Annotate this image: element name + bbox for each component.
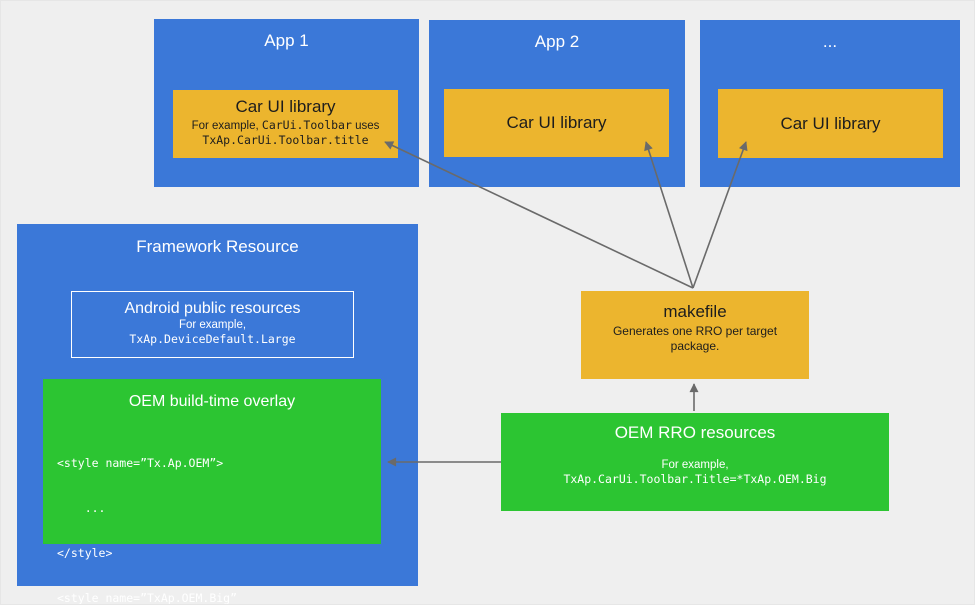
app2-box: App 2 Car UI library [429, 20, 685, 187]
code-line: <style name=”Tx.Ap.OEM”> [57, 456, 224, 470]
framework-resource-box: Framework Resource Android public resour… [17, 224, 418, 604]
app-ellipsis-box: ... Car UI library [700, 20, 960, 187]
example-prefix: For example, [191, 120, 262, 132]
android-public-resources-title: Android public resources [124, 300, 301, 317]
overlay-code-block: <style name=”Tx.Ap.OEM”> ... </style> <s… [57, 426, 381, 605]
framework-resource-title: Framework Resource [136, 237, 299, 256]
rro-example-label: For example, [661, 459, 729, 471]
app2-title: App 2 [534, 32, 580, 51]
car-ui-library-title: Car UI library [780, 113, 881, 133]
makefile-box: makefile Generates one RRO per target pa… [581, 291, 809, 379]
app1-box: App 1 Car UI library For example, CarUi.… [154, 19, 419, 187]
example-symbol: CarUi.Toolbar [261, 118, 352, 132]
android-public-resources-box: Android public resources For example, Tx… [71, 291, 354, 358]
code-line: </style> [57, 546, 113, 560]
rro-example-code: TxAp.CarUi.Toolbar.Title=*TxAp.OEM.Big [563, 472, 827, 486]
oem-build-time-overlay-box: OEM build-time overlay <style name=”Tx.A… [43, 379, 381, 604]
oem-rro-resources-box: OEM RRO resources For example, TxAp.CarU… [501, 413, 889, 511]
code-line: ... [57, 501, 106, 515]
makefile-title: makefile [663, 302, 727, 321]
car-ui-library-title: Car UI library [506, 113, 607, 132]
makefile-description: Generates one RRO per target package. [612, 324, 778, 353]
car-ui-library-example: For example, CarUi.Toolbar uses [173, 118, 398, 133]
app-ellipsis-title: ... [822, 32, 838, 51]
code-line: <style name=”TxAp.OEM.Big” [57, 591, 238, 605]
app-ellipsis-car-ui-library-box: Car UI library [718, 89, 943, 158]
example-suffix: uses [351, 120, 380, 132]
public-resources-example-label: For example, [178, 319, 247, 331]
oem-rro-resources-title: OEM RRO resources [614, 423, 776, 442]
car-ui-library-title: Car UI library [235, 97, 336, 116]
car-ui-library-example-code: TxAp.CarUi.Toolbar.title [202, 133, 369, 147]
public-resources-example-code: TxAp.DeviceDefault.Large [129, 332, 296, 346]
app1-title: App 1 [264, 31, 309, 50]
oem-build-time-overlay-title: OEM build-time overlay [128, 393, 296, 410]
app2-car-ui-library-box: Car UI library [444, 89, 669, 157]
app1-car-ui-library-box: Car UI library For example, CarUi.Toolba… [173, 90, 398, 158]
